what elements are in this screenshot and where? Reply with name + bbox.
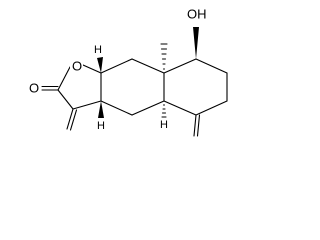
bond-carbonyl-c-ring-o [57,66,71,91]
hydroxyl-label: OH [187,7,207,22]
bond-carbonyl-c-c11 [57,89,74,110]
hashed-bond-hydrogen-bottom [161,104,167,118]
bond-c1-c2 [195,58,228,74]
hydrogen-left-label: H [97,120,105,132]
molecule-structure: O O OH H H H [28,7,228,137]
bond-methylene-c11-a [66,108,74,130]
ring-oxygen-label: O [72,59,82,74]
bond-methylene-c4-a [193,114,197,137]
bond-c9-c10 [131,58,165,74]
wedge-bond-hydrogen-left [98,101,104,118]
bond-c11-c7 [72,100,102,110]
bond-methylene-c4-b [196,114,201,137]
carbonyl-oxygen-label: O [29,81,39,96]
hydrogen-top-label: H [94,44,102,56]
bond-c4-c5 [163,100,197,116]
wedge-bond-hydrogen-top [97,57,103,73]
bond-c5-c6 [131,100,165,116]
hashed-bond-methyl [160,43,168,70]
bond-c6-c7 [100,100,133,116]
bond-c3-c4 [195,100,228,116]
bond-c8-c9 [100,58,133,74]
bond-ring-o-c8 [82,64,102,74]
bond-methylene-c11-b [69,109,78,131]
bond-c10-c1 [163,58,197,74]
wedge-bond-hydroxyl [193,27,199,59]
hydrogen-bottom-label: H [160,119,168,131]
